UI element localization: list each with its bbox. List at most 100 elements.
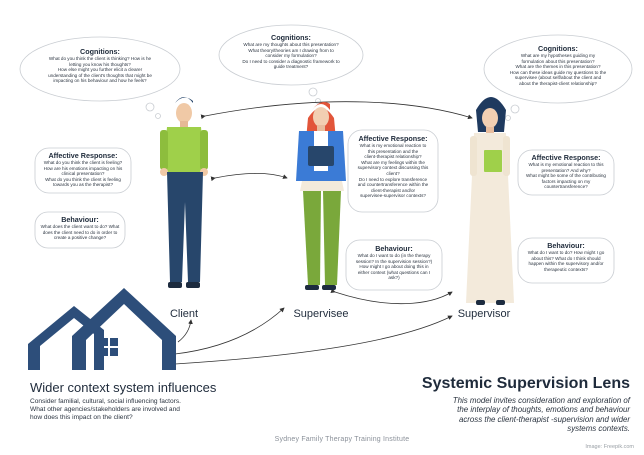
text-line: What are my hypotheses guiding my <box>520 53 596 58</box>
text-line: How might I go about doing this in <box>359 264 429 270</box>
client-cognitions-text: Cognitions: What do you think the client… <box>30 47 170 84</box>
text-line: this presentation and the <box>367 148 419 154</box>
text-line: countertransference? <box>544 184 588 190</box>
text-line: clinical presentation? <box>61 171 105 177</box>
text-line: client? <box>386 170 400 176</box>
wider-context-block: Wider context system influences Consider… <box>30 380 260 423</box>
text-line: What do I want to do (in the therapy <box>357 253 431 258</box>
lens-block: Systemic Supervision Lens This model inv… <box>380 375 630 434</box>
arrow-supervisee-supervisor-bottom <box>330 288 453 305</box>
arrow-client-supervisor-top <box>200 101 473 120</box>
text-line: towards you as the therapist? <box>52 182 113 188</box>
text-line: client-therapist and/or <box>370 187 416 193</box>
text-line: supervisee-supervisor contexts? <box>360 193 426 199</box>
text-line: How else might you further elicit a clea… <box>57 67 143 73</box>
lens-title: Systemic Supervision Lens <box>421 375 630 392</box>
text-line: about this? What do I think should <box>531 255 601 261</box>
text-line: consider my formulation? <box>265 53 317 59</box>
text-line: letting you know his thoughts? <box>69 61 131 67</box>
arrow-house-client <box>177 319 193 343</box>
thought-bubble-supervisee-cognitions <box>218 24 364 104</box>
text-line: about the therapist-client relationship? <box>519 80 597 86</box>
text-line: What are my feelings within the <box>361 159 425 165</box>
bubble-supervisee-affective <box>347 129 439 213</box>
arrow-house-supervisor <box>174 315 453 365</box>
connector-arrows <box>174 101 473 365</box>
text-line: ask?) <box>388 275 400 281</box>
text-line: impacting on his behaviour and how he fe… <box>53 78 147 84</box>
client-affective-text: Affective Response: What do you think th… <box>37 151 129 188</box>
label-supervisor: Supervisor <box>457 308 511 320</box>
text-line: therapeutic contexts? <box>544 266 588 272</box>
text-line: does the client need to do in order to <box>42 229 118 235</box>
bubble-client-affective <box>34 147 132 194</box>
text-line: presentation? And why? <box>541 167 591 173</box>
text-line: create a positive change? <box>53 235 107 241</box>
supervisor-cognitions-title: Cognitions: <box>538 44 578 53</box>
text-line: happen within the supervisory and/or <box>528 261 604 267</box>
supervisee-affective-title: Affective Response: <box>358 134 428 143</box>
supervisor-affective-text: Affective Response: What is my emotional… <box>520 153 612 190</box>
bubble-supervisor-affective <box>517 149 615 196</box>
client-affective-title: Affective Response: <box>48 151 118 160</box>
client-behaviour-title: Behaviour: <box>61 215 99 224</box>
text-line: factors impacting on my <box>541 178 591 184</box>
text-line: What might be some of the contributing <box>526 173 606 179</box>
thought-bubble-client-cognitions <box>19 36 181 119</box>
text-line: What do you think the client is thinking… <box>48 56 152 61</box>
supervisor-cognitions-text: Cognitions: What are my hypotheses guidi… <box>494 44 622 87</box>
label-client: Client <box>169 308 199 320</box>
text-line: supervisee (about self/about the client … <box>514 75 602 81</box>
text-line: What is my emotional reaction to <box>359 143 427 148</box>
text-line: What do you think the client is feeling <box>45 176 121 182</box>
text-line: How are his emotions impacting on his <box>43 165 123 171</box>
text-line: This model invites consideration and exp… <box>452 396 630 405</box>
image-credit: Image: Freepik.com <box>585 444 634 450</box>
house-icon <box>28 288 176 370</box>
text-line: What other agencies/stakeholders are inv… <box>30 406 180 414</box>
arrow-client-supervisee <box>210 173 288 182</box>
text-line: formulation about this presentation? <box>521 58 595 64</box>
supervisee-cognitions-title: Cognitions: <box>271 33 311 42</box>
text-line: the interplay of thoughts, emotions and … <box>457 405 630 415</box>
label-supervisee: Supervisee <box>293 308 349 320</box>
text-line: What theory/theories am I drawing from t… <box>248 47 334 53</box>
text-line: What do I want to do? How might I go <box>527 250 605 255</box>
supervisor-affective-title: Affective Response: <box>531 153 601 162</box>
supervisee-behaviour-title: Behaviour: <box>375 244 413 253</box>
supervisee-cognitions-lines: What are my thoughts about this presenta… <box>226 42 356 70</box>
client-behaviour-text: Behaviour: What does the client want to … <box>37 215 123 241</box>
text-line: How can these ideas guide my questions t… <box>509 69 607 75</box>
bubble-client-behaviour <box>34 211 126 249</box>
text-line: across the client-therapist -supervision… <box>458 414 630 424</box>
supervisor-figure <box>466 97 514 305</box>
text-line: either context (what questions can I <box>357 269 431 275</box>
supervisee-figure <box>296 102 346 290</box>
thought-bubble-supervisor-cognitions <box>483 34 633 121</box>
text-line: understanding of the client's thoughts t… <box>48 72 152 78</box>
client-cognitions-title: Cognitions: <box>80 47 120 56</box>
text-line: Consider familial, cultural, social infl… <box>30 398 181 405</box>
wider-context-description: Consider familial, cultural, social infl… <box>30 398 260 423</box>
arrow-house-supervisee <box>174 307 285 355</box>
text-line: how does this impact on the client? <box>30 414 133 422</box>
text-line: What is my emotional reaction to this <box>528 162 604 167</box>
supervisor-behaviour-title: Behaviour: <box>547 241 585 250</box>
text-line: supervisory context discussing this <box>357 165 429 171</box>
text-line: client-therapist relationship? <box>364 154 422 160</box>
text-line: What do you think the client is feeling? <box>43 160 123 165</box>
client-figure <box>160 97 208 288</box>
text-line: What are my thoughts about this presenta… <box>243 42 339 47</box>
footer-institute: Sydney Family Therapy Training Institute <box>274 436 410 443</box>
supervisee-affective-text: Affective Response: What is my emotional… <box>350 134 436 199</box>
text-line: systems contexts. <box>567 424 630 434</box>
supervisee-behaviour-text: Behaviour: What do I want to do (in the … <box>348 244 440 281</box>
text-line: guide treatment? <box>273 64 309 70</box>
